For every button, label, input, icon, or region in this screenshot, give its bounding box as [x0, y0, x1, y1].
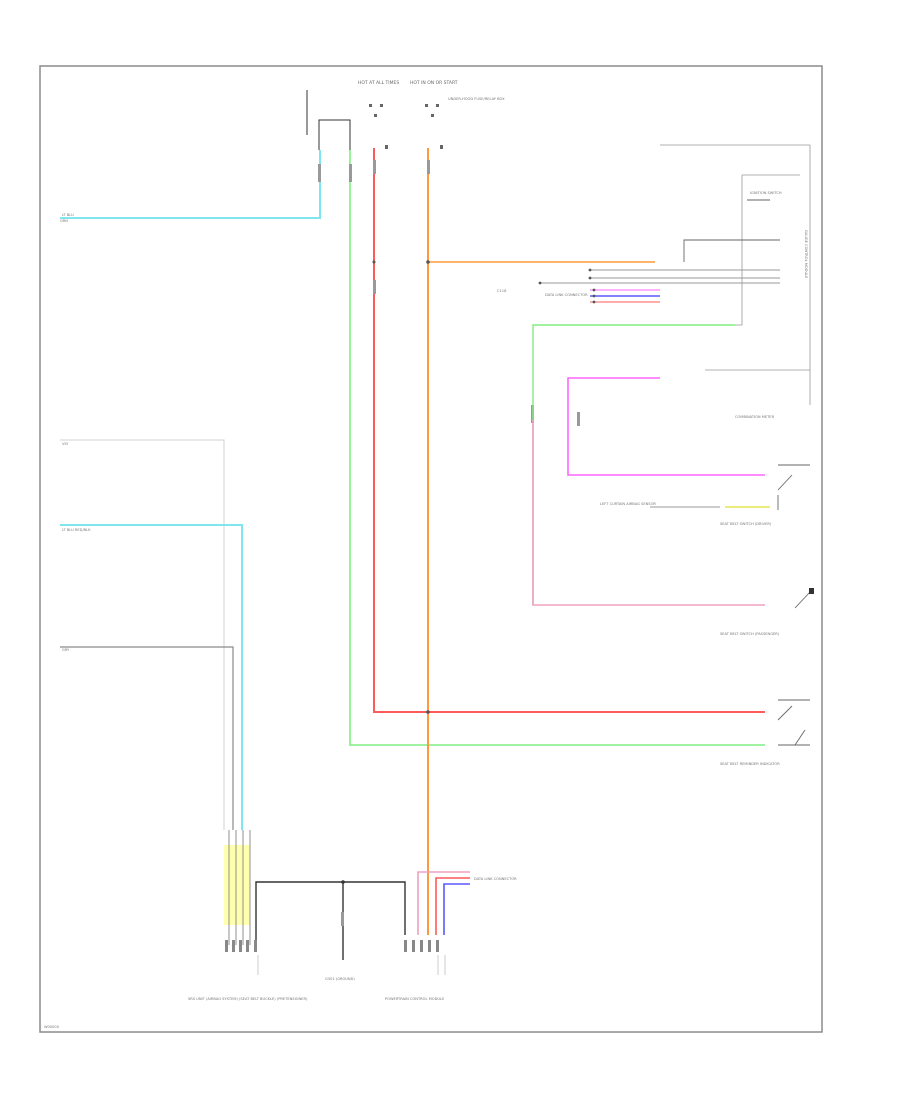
switch-symbols [777, 464, 811, 746]
pcm-connector-wires [417, 871, 470, 935]
label-bottom-right: POWERTRAIN CONTROL MODULE [385, 997, 445, 1001]
fuse-connectors [369, 104, 443, 149]
label-switch-2: SEAT BELT SWITCH (PASSENGER) [720, 632, 780, 636]
label-fuse-a: HOT AT ALL TIMES [358, 80, 399, 86]
wire-tags [318, 160, 580, 426]
label-bottom-right-conn: DATA LINK CONNECTOR [474, 877, 517, 881]
label-bottom-mid: G301 (GROUND) [325, 977, 355, 981]
label-conn-left: GRN [60, 219, 68, 223]
gauge-module-outline [660, 144, 811, 405]
label-combination-meter: COMBINATION METER [735, 415, 775, 419]
label-ignition-switch: IGNITION SWITCH [750, 191, 782, 195]
connector-left-yellow [224, 845, 250, 925]
wire-cyan-left [60, 524, 243, 830]
diagram-frame [39, 65, 823, 1033]
label-page-id: W00000 [44, 1025, 60, 1029]
label-module-right: GAUGE CONTROL MODULE [804, 230, 808, 279]
label-wire-cyan-top: LT BLU [62, 213, 74, 217]
label-wire-left-3: GRY [62, 648, 70, 652]
wire-pink [532, 420, 765, 606]
ground-splice [341, 880, 345, 884]
module-bus-wires [540, 269, 780, 303]
wire-ground-bus [255, 881, 406, 945]
label-wire-left-1: VIO [62, 442, 69, 446]
wire-green-module [532, 324, 735, 605]
label-switch-1-note: LEFT CURTAIN AIRBAG SENSOR [600, 502, 656, 506]
label-fuse-b: HOT IN ON OR START [410, 80, 458, 86]
ground-tag [341, 912, 344, 926]
bottom-pin-blocks [225, 940, 439, 952]
ignition-switch [683, 199, 780, 262]
wire-green-left [349, 150, 765, 746]
wire-gray-left-2 [60, 646, 234, 830]
label-switch-1: SEAT BELT SWITCH (DRIVER) [720, 522, 772, 526]
label-fuse-note: UNDER-HOOD FUSE/RELAY BOX [448, 97, 505, 101]
wire-cyan-top [60, 150, 321, 219]
label-mid-conn-2: DATA LINK CONNECTOR [545, 293, 588, 297]
switch-ground-block [809, 588, 814, 594]
wire-red [373, 148, 765, 713]
bottom-pin-lines [257, 955, 446, 975]
label-wire-left-2: LT BLU RED/BLK [62, 528, 91, 532]
label-switch-3: SEAT BELT REMINDER INDICATOR [720, 762, 780, 766]
wire-magenta [567, 377, 765, 476]
top-connector-left [306, 90, 351, 150]
bus-connector-pins [538, 268, 596, 304]
splice-points [372, 260, 430, 714]
connector-left-lines [228, 830, 251, 945]
label-mid-conn-1: C118 [497, 289, 507, 293]
wire-gray-left [60, 439, 225, 830]
label-bottom-left: SRS UNIT (AIRBAG SYSTEM) (SEAT BELT BUCK… [188, 997, 308, 1001]
